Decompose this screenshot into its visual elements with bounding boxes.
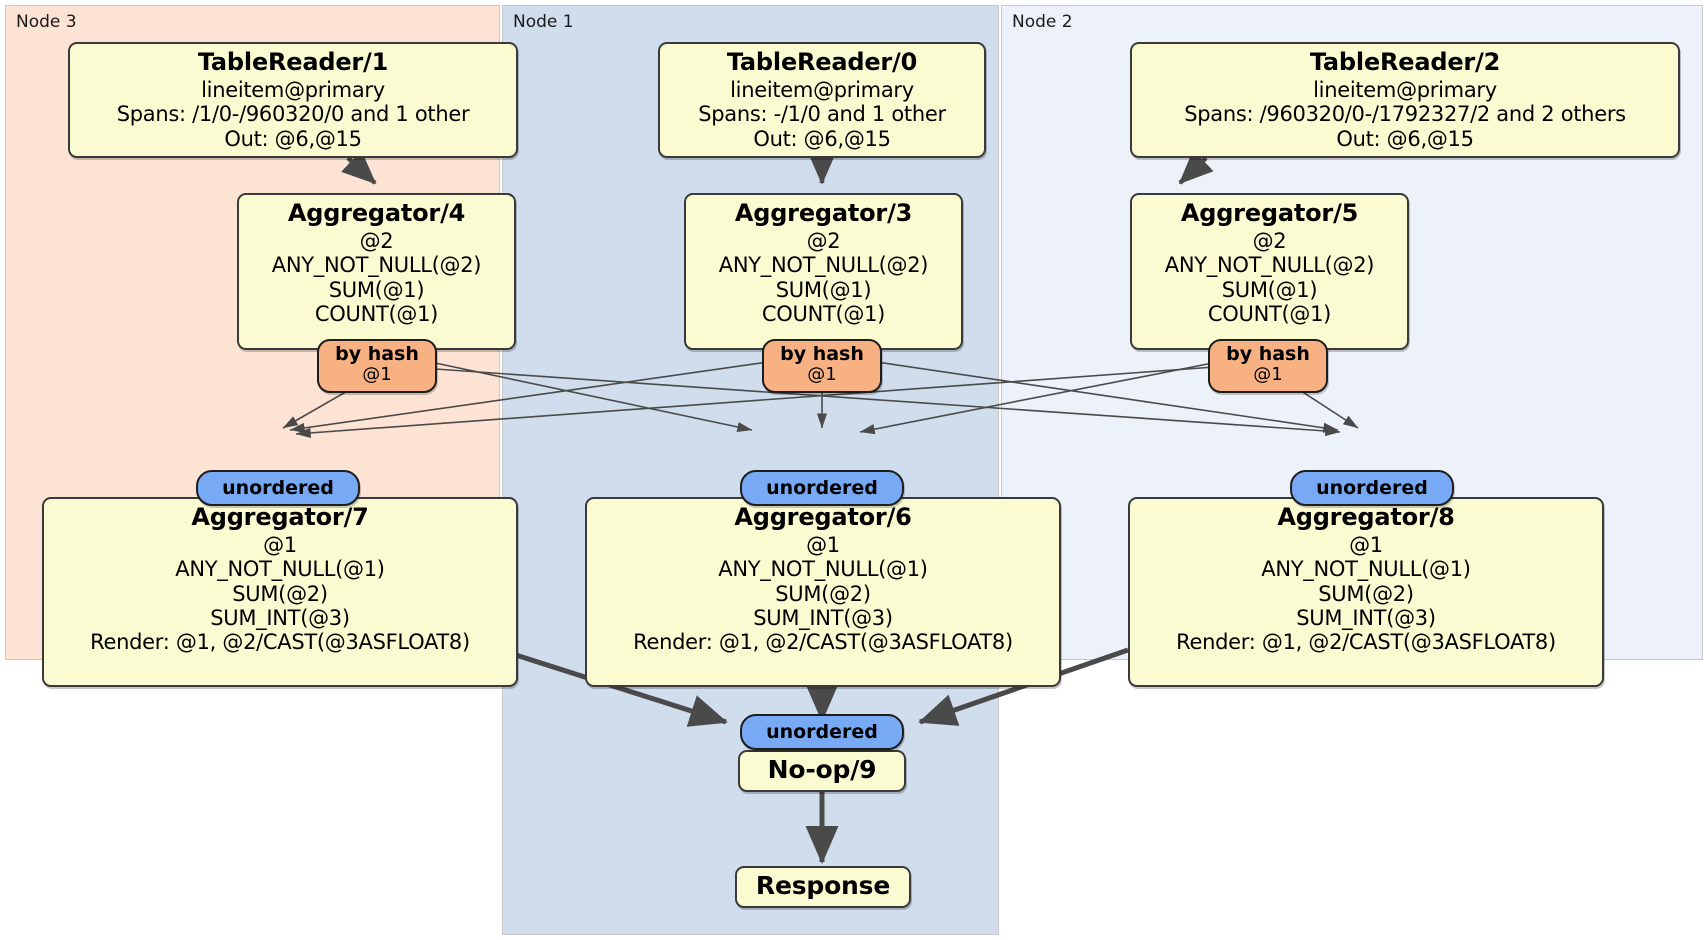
synchronizer-label: unordered — [766, 721, 878, 743]
processor-line: ANY_NOT_NULL(@2) — [718, 253, 929, 278]
processor-line: SUM_INT(@3) — [753, 605, 893, 630]
processor-line: @1 — [263, 532, 297, 557]
hash-router-aggregator4[interactable]: by hash @1 — [317, 339, 437, 393]
processor-title: Aggregator/3 — [734, 199, 913, 227]
processor-line: SUM(@1) — [1221, 277, 1318, 302]
processor-line: ANY_NOT_NULL(@2) — [1164, 253, 1375, 278]
processor-line: COUNT(@1) — [314, 301, 439, 326]
hash-router-column: @1 — [1253, 363, 1283, 385]
processor-line: Out: @6,@15 — [1336, 126, 1474, 151]
synchronizer-aggregator7[interactable]: unordered — [196, 470, 360, 506]
processor-line: COUNT(@1) — [761, 301, 886, 326]
processor-line: Spans: /960320/0-/1792327/2 and 2 others — [1184, 102, 1626, 127]
processor-aggregator6[interactable]: Aggregator/6 @1 ANY_NOT_NULL(@1) SUM(@2)… — [585, 497, 1061, 687]
processor-title: TableReader/0 — [726, 48, 918, 76]
processor-noop9[interactable]: No-op/9 — [738, 750, 906, 792]
hash-router-title: by hash — [1226, 343, 1310, 365]
processor-line: Out: @6,@15 — [224, 126, 362, 151]
processor-line: Render: @1, @2/CAST(@3ASFLOAT8) — [1176, 630, 1556, 655]
processor-tablereader0[interactable]: TableReader/0 lineitem@primary Spans: -/… — [658, 42, 986, 158]
processor-title: Aggregator/6 — [734, 503, 912, 531]
processor-line: Render: @1, @2/CAST(@3ASFLOAT8) — [90, 630, 470, 655]
processor-line: SUM(@1) — [775, 277, 872, 302]
processor-line: Out: @6,@15 — [753, 126, 891, 151]
processor-line: lineitem@primary — [730, 77, 914, 102]
processor-line: lineitem@primary — [1313, 77, 1497, 102]
processor-line: ANY_NOT_NULL(@1) — [175, 557, 385, 582]
processor-line: @2 — [359, 228, 394, 253]
processor-aggregator7[interactable]: Aggregator/7 @1 ANY_NOT_NULL(@1) SUM(@2)… — [42, 497, 518, 687]
processor-tablereader1[interactable]: TableReader/1 lineitem@primary Spans: /1… — [68, 42, 518, 158]
hash-router-title: by hash — [780, 343, 864, 365]
processor-line: COUNT(@1) — [1207, 301, 1332, 326]
processor-line: @2 — [806, 228, 841, 253]
processor-line: Spans: /1/0-/960320/0 and 1 other — [116, 102, 470, 127]
processor-line: SUM_INT(@3) — [1296, 605, 1436, 630]
hash-router-title: by hash — [335, 343, 419, 365]
synchronizer-noop9[interactable]: unordered — [740, 714, 904, 750]
processor-title: TableReader/1 — [197, 48, 389, 76]
processor-line: SUM(@2) — [1318, 581, 1414, 606]
processor-line: @1 — [1349, 532, 1383, 557]
processor-line: SUM(@1) — [328, 277, 425, 302]
processor-title: Aggregator/8 — [1277, 503, 1455, 531]
processor-aggregator8[interactable]: Aggregator/8 @1 ANY_NOT_NULL(@1) SUM(@2)… — [1128, 497, 1604, 687]
processor-line: Render: @1, @2/CAST(@3ASFLOAT8) — [633, 630, 1013, 655]
hash-router-aggregator3[interactable]: by hash @1 — [762, 339, 882, 393]
processor-aggregator4[interactable]: Aggregator/4 @2 ANY_NOT_NULL(@2) SUM(@1)… — [237, 193, 516, 350]
synchronizer-label: unordered — [1316, 477, 1428, 499]
processor-line: lineitem@primary — [201, 77, 385, 102]
hash-router-aggregator5[interactable]: by hash @1 — [1208, 339, 1328, 393]
hash-router-column: @1 — [807, 363, 837, 385]
processor-line: SUM(@2) — [232, 581, 328, 606]
processor-tablereader2[interactable]: TableReader/2 lineitem@primary Spans: /9… — [1130, 42, 1680, 158]
processor-title: Aggregator/7 — [191, 503, 369, 531]
synchronizer-aggregator6[interactable]: unordered — [740, 470, 904, 506]
processor-line: ANY_NOT_NULL(@1) — [718, 557, 928, 582]
node-panel-label-node1: Node 1 — [513, 12, 574, 32]
processor-title: Response — [755, 871, 891, 900]
processor-aggregator5[interactable]: Aggregator/5 @2 ANY_NOT_NULL(@2) SUM(@1)… — [1130, 193, 1409, 350]
processor-line: @1 — [806, 532, 840, 557]
synchronizer-aggregator8[interactable]: unordered — [1290, 470, 1454, 506]
processor-line: Spans: -/1/0 and 1 other — [698, 102, 946, 127]
node-panel-label-node3: Node 3 — [16, 12, 77, 32]
processor-aggregator3[interactable]: Aggregator/3 @2 ANY_NOT_NULL(@2) SUM(@1)… — [684, 193, 963, 350]
processor-line: @2 — [1252, 228, 1287, 253]
processor-line: ANY_NOT_NULL(@1) — [1261, 557, 1471, 582]
processor-title: Aggregator/5 — [1180, 199, 1359, 227]
processor-line: ANY_NOT_NULL(@2) — [271, 253, 482, 278]
processor-line: SUM(@2) — [775, 581, 871, 606]
hash-router-column: @1 — [362, 363, 392, 385]
processor-line: SUM_INT(@3) — [210, 605, 350, 630]
synchronizer-label: unordered — [222, 477, 334, 499]
synchronizer-label: unordered — [766, 477, 878, 499]
processor-response[interactable]: Response — [735, 866, 911, 908]
processor-title: TableReader/2 — [1309, 48, 1501, 76]
processor-title: Aggregator/4 — [287, 199, 466, 227]
node-panel-label-node2: Node 2 — [1012, 12, 1073, 32]
processor-title: No-op/9 — [767, 755, 877, 784]
